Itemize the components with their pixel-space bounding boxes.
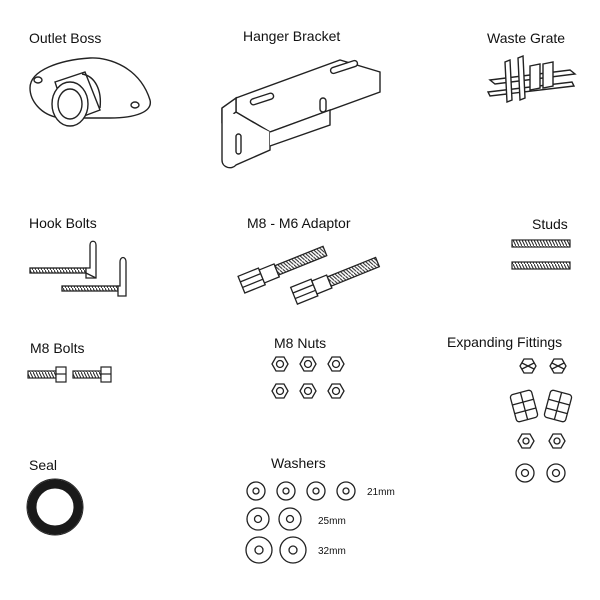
waste-grate-label: Waste Grate [487,30,566,46]
washer-32mm [245,536,273,564]
seal-label: Seal [29,457,58,473]
hook-bolts-drawing [29,240,127,297]
washer-size-21mm: 21mm [367,487,395,498]
washer-25mm [278,507,302,531]
m8-nut [299,383,317,399]
m8-nuts-label: M8 Nuts [274,335,327,351]
washers-drawing [245,481,356,564]
hanger-bracket-label: Hanger Bracket [243,28,341,44]
hook-bolts-label: Hook Bolts [29,215,97,231]
m8-nut [327,356,345,372]
m8-nut [327,383,345,399]
m8-bolts-label: M8 Bolts [30,340,85,356]
m8-nuts-drawing [271,356,345,399]
expanding-fittings-label: Expanding Fittings [447,334,563,350]
outlet-boss-drawing [29,57,151,127]
washer-21mm [276,481,296,501]
m8-nut [271,383,289,399]
m8-m6-adaptor-label: M8 - M6 Adaptor [247,215,351,231]
washer-25mm [246,507,270,531]
washer-32mm [279,536,307,564]
m8-m6-adaptor-drawing [237,245,381,305]
washers-label: Washers [271,455,326,471]
m8-bolts-drawing [27,366,112,383]
m8-nut [271,356,289,372]
washer-21mm [246,481,266,501]
washer-21mm [336,481,356,501]
studs-drawing [511,239,571,270]
washer-size-25mm: 25mm [318,516,346,527]
hanger-bracket-drawing [221,59,381,169]
washer-size-32mm: 32mm [318,546,346,557]
expanding-fittings-drawing [509,358,573,483]
outlet-boss-label: Outlet Boss [29,30,102,46]
studs-label: Studs [532,216,568,232]
waste-grate-drawing [486,54,577,104]
m8-nut [299,356,317,372]
seal-drawing [26,478,84,536]
washer-21mm [306,481,326,501]
